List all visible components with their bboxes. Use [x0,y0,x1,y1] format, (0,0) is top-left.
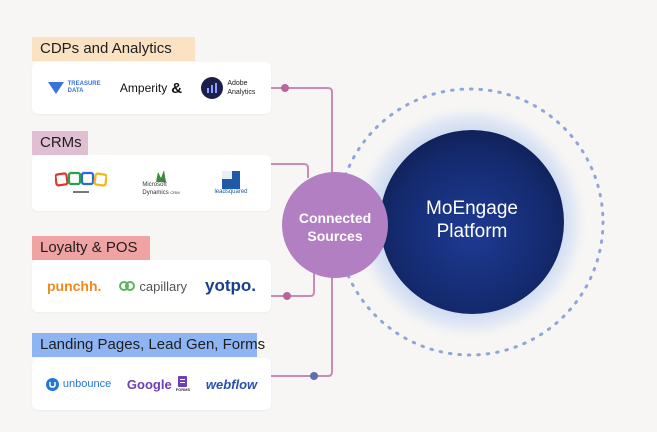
logo-punchh: punchh. [46,278,102,294]
treasure-data-icon [47,82,64,94]
capillary-icon [119,281,136,291]
category-label-loyalty: Loyalty & POS [32,236,150,260]
category-card-cdps: TREASURE DATA Amperity & Adobe Analytics [32,62,271,114]
logo-webflow: webflow [205,376,258,392]
logo-capillary: capillary [119,279,187,294]
category-card-crms: Microsoft Dynamics CRM leadsquared [32,155,271,211]
google-forms-icon [178,376,188,387]
category-card-loyalty: punchh. capillary yotpo. [32,260,271,312]
logo-google-forms: Google FORMS [126,376,191,392]
logo-leadsquared: leadsquared [214,171,248,195]
logo-unbounce: unbounce [45,377,111,391]
leadsquared-icon [221,171,240,189]
adobe-analytics-icon [201,77,224,99]
hub-circle [282,172,388,278]
wire-landing [271,270,333,377]
hub-label: Connected Sources [298,210,372,244]
category-label-crms: CRMs [32,131,88,155]
microsoft-dynamics-icon [155,169,166,182]
logo-yotpo: yotpo. [205,276,256,295]
logo-treasure-data: TREASURE DATA [47,81,101,95]
zoho-icon [55,171,108,193]
unbounce-icon [45,377,59,391]
logo-amperity: Amperity & [119,79,183,97]
category-label-cdps: CDPs and Analytics [32,37,195,61]
wire-crms [271,163,309,178]
platform-circle [380,130,564,314]
category-card-landing: unbounce Google FORMS webflow [32,358,271,410]
wire-cdps [271,87,333,200]
wire-dot-loyalty [283,292,291,300]
platform-label: MoEngage Platform [426,198,518,242]
category-label-landing: Landing Pages, Lead Gen, Forms [32,333,265,357]
wire-dot-landing [310,372,318,380]
amperity-ampersand-icon: & [171,79,183,97]
logo-zoho [55,170,108,196]
logo-microsoft-dynamics: Microsoft Dynamics CRM [142,169,180,197]
wire-dot-cdps [281,84,289,92]
wire-loyalty [271,262,315,297]
logo-adobe-analytics: Adobe Analytics [201,77,255,99]
